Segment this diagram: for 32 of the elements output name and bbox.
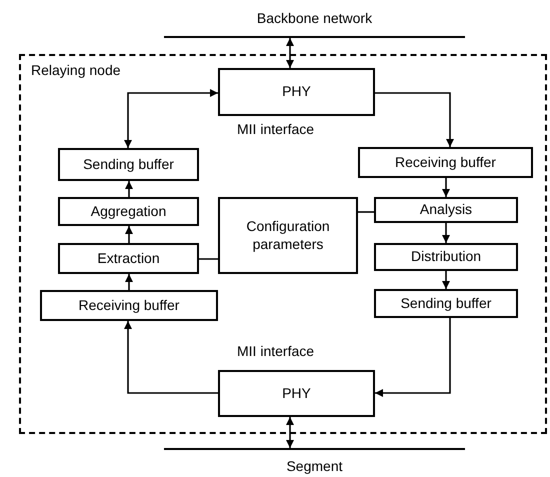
connector-line (358, 211, 374, 213)
arrow (125, 274, 133, 290)
arrow (124, 321, 218, 394)
interface-label: MII interface (237, 343, 314, 360)
network-label: Backbone network (256, 10, 374, 28)
arrow (442, 178, 450, 197)
arrow (442, 223, 450, 243)
group-label: Relaying node (31, 62, 121, 80)
process-box: PHY (218, 68, 375, 116)
network-label: Segment (285, 458, 344, 475)
process-box: Sending buffer (58, 148, 199, 181)
arrow (124, 89, 218, 148)
arrow (375, 318, 451, 397)
connector-line (199, 258, 218, 260)
process-box: Analysis (374, 197, 518, 223)
process-box: Aggregation (58, 197, 199, 226)
arrow (125, 181, 133, 197)
process-box: PHY (218, 370, 375, 417)
dashed-group-box (19, 54, 547, 434)
network-bus (164, 448, 465, 477)
interface-label: MII interface (237, 121, 314, 138)
process-box: Receiving buffer (40, 290, 218, 321)
process-box: Receiving buffer (358, 147, 533, 178)
process-box: Distribution (374, 243, 518, 271)
arrow (442, 271, 450, 289)
process-box: Sending buffer (374, 289, 518, 318)
arrow (375, 92, 454, 147)
arrow (286, 38, 294, 68)
process-box: Configuration parameters (218, 197, 358, 274)
arrow (125, 226, 133, 243)
process-box: Extraction (58, 243, 199, 274)
arrow (286, 417, 294, 448)
